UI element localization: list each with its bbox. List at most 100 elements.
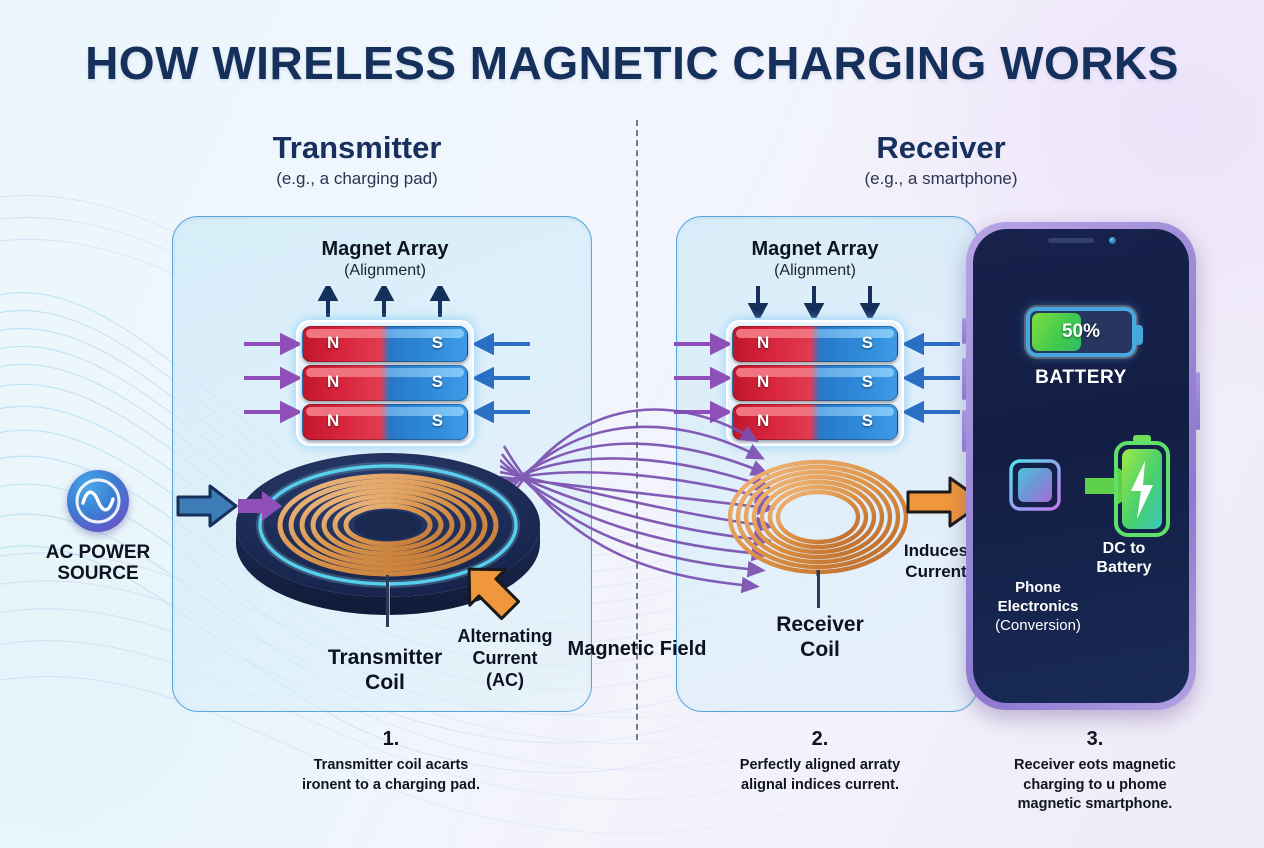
- transmitter-coil-label-line2: Coil: [365, 671, 405, 695]
- power-conversion-diagram: DC to Battery Phone Electronics (Convers…: [973, 435, 1189, 637]
- ac-power-into-pad-arrow-icon: [238, 491, 282, 521]
- step-3: 3. Receiver eots magnetic charging to u …: [970, 728, 1220, 815]
- step-1: 1. Transmitter coil acarts ironent to a …: [241, 728, 541, 795]
- step-3-line1: Receiver eots magnetic: [1014, 757, 1176, 773]
- transmitter-right-attraction-arrows-icon: [474, 332, 530, 424]
- magnet-south-label: S: [431, 372, 443, 391]
- receiver-coil: [727, 459, 909, 576]
- phone-screen: 50% BATTERY: [973, 229, 1189, 703]
- receiver-heading: Receiver: [876, 130, 1006, 165]
- step-2-text: Perfectly aligned arraty alignal indices…: [680, 756, 960, 795]
- phone-electronics-label: Phone Electronics (Conversion): [979, 579, 1097, 635]
- battery-status-widget: 50% BATTERY: [973, 307, 1189, 389]
- ac-label-line2: Current: [472, 647, 538, 668]
- magnetic-field-lines: [500, 408, 776, 594]
- alternating-current-arrow-icon: [467, 567, 521, 621]
- magnet-south-label: S: [431, 333, 443, 352]
- magnet-north-label: N: [757, 333, 770, 352]
- ac-power-source: AC POWER SOURCE: [18, 470, 178, 585]
- battery-fill: [1032, 313, 1081, 351]
- section-divider: [636, 120, 638, 740]
- microchip-icon: [987, 437, 1083, 533]
- step-1-line2: ironent to a charging pad.: [301, 776, 481, 793]
- transmitter-coil-leader-line: [386, 575, 389, 627]
- earpiece-speaker-icon: [1048, 238, 1094, 243]
- ac-label-line1: Alternating: [457, 626, 553, 646]
- chip-label-line1: Phone: [1015, 579, 1061, 596]
- receiver-magnet-label: Magnet Array: [751, 238, 879, 260]
- transmitter-heading: Transmitter: [272, 130, 442, 165]
- magnet-south-label: S: [861, 411, 873, 430]
- transmitter-magnet-label: Magnet Array: [321, 238, 449, 260]
- magnet-south-label: S: [861, 333, 873, 352]
- magnet-north-label: N: [327, 411, 340, 430]
- dc-label-line1: DC to: [1102, 540, 1146, 557]
- transmitter-subheading: (e.g., a charging pad): [276, 169, 438, 188]
- smartphone-device[interactable]: 50% BATTERY: [962, 222, 1200, 710]
- magnet-north-label: N: [327, 333, 340, 352]
- battery-percent-label: 50%: [1061, 321, 1101, 342]
- receiver-right-attraction-arrows-icon: [904, 332, 960, 424]
- ac-power-source-label-group: AC POWER SOURCE: [18, 542, 178, 585]
- receiver-alignment-arrows-down-icon: [747, 286, 881, 318]
- induces-current-label: Induces Current: [886, 540, 986, 583]
- receiver-magnet-label-group: Magnet Array (Alignment): [726, 238, 904, 280]
- transmitter-magnet-sublabel: (Alignment): [344, 262, 426, 279]
- transmitter-magnet-array: Magnet Array (Alignment) N S N S N S: [296, 238, 474, 446]
- step-1-line1: Transmitter coil acarts: [313, 757, 469, 773]
- battery-level-icon: 50%: [1026, 307, 1143, 357]
- magnet-south-label: S: [861, 372, 873, 391]
- step-1-number: 1.: [382, 728, 400, 750]
- chip-label-line2: Electronics: [997, 597, 1079, 615]
- receiver-coil-label: Receiver Coil: [740, 612, 900, 662]
- receiver-magnet-stack: N S N S N S: [726, 320, 904, 446]
- transmitter-magnet-stack: N S N S N S: [296, 320, 474, 446]
- front-camera-icon: [1109, 237, 1116, 244]
- induces-label-line2: Current: [905, 562, 967, 582]
- sine-wave-icon: [67, 470, 129, 532]
- page-title: HOW WIRELESS MAGNETIC CHARGING WORKS: [85, 37, 1179, 89]
- step-2: 2. Perfectly aligned arraty alignal indi…: [680, 728, 960, 795]
- ac-power-source-label-line2: SOURCE: [57, 563, 139, 585]
- ac-power-source-label-line1: AC POWER: [45, 542, 151, 563]
- transmitter-magnet-label-group: Magnet Array (Alignment): [296, 238, 474, 280]
- ac-label-line3: (AC): [486, 669, 524, 690]
- transmitter-alignment-arrows-up-icon: [317, 286, 451, 317]
- receiver-left-attraction-arrows-icon: [674, 332, 730, 424]
- step-1-text: Transmitter coil acarts ironent to a cha…: [241, 756, 541, 795]
- step-2-number: 2.: [811, 728, 829, 750]
- receiver-heading-group: Receiver (e.g., a smartphone): [766, 130, 1116, 189]
- magnet-bar: N S: [732, 404, 898, 440]
- phone-notch: [1026, 229, 1136, 253]
- magnet-south-label: S: [431, 411, 443, 430]
- magnet-bar: N S: [302, 326, 468, 362]
- transmitter-charging-pad: [236, 453, 540, 620]
- step-2-line2: alignal indices current.: [741, 776, 899, 793]
- phone-volume-up-button[interactable]: [962, 358, 966, 400]
- receiver-magnet-sublabel: (Alignment): [774, 262, 856, 279]
- magnet-north-label: N: [757, 372, 770, 391]
- battery-caption: BATTERY: [1035, 367, 1127, 388]
- phone-volume-down-button[interactable]: [962, 410, 966, 452]
- receiver-magnet-array: Magnet Array (Alignment) N S N S N S: [726, 238, 904, 446]
- step-3-line2: charging to u phome: [1023, 776, 1167, 793]
- step-3-line3: magnetic smartphone.: [1017, 796, 1173, 813]
- receiver-subheading: (e.g., a smartphone): [864, 169, 1018, 188]
- phone-power-button[interactable]: [1196, 372, 1200, 430]
- step-3-text: Receiver eots magnetic charging to u pho…: [970, 756, 1220, 815]
- magnet-north-label: N: [757, 411, 770, 430]
- transmitter-heading-group: Transmitter (e.g., a charging pad): [182, 130, 532, 189]
- battery-bolt-icon: [1114, 435, 1170, 537]
- magnet-bar: N S: [732, 326, 898, 362]
- phone-mute-button[interactable]: [962, 318, 966, 344]
- induces-label-line1: Induces: [903, 541, 969, 560]
- receiver-coil-leader-line: [817, 570, 820, 608]
- ac-power-feed-arrow-icon: [176, 484, 238, 528]
- transmitter-coil-label-line1: Transmitter: [327, 646, 443, 669]
- dc-label-line2: Battery: [1096, 559, 1152, 577]
- magnet-bar: N S: [732, 365, 898, 401]
- magnet-bar: N S: [302, 404, 468, 440]
- magnet-bar: N S: [302, 365, 468, 401]
- chip-label-line3: (Conversion): [995, 616, 1081, 634]
